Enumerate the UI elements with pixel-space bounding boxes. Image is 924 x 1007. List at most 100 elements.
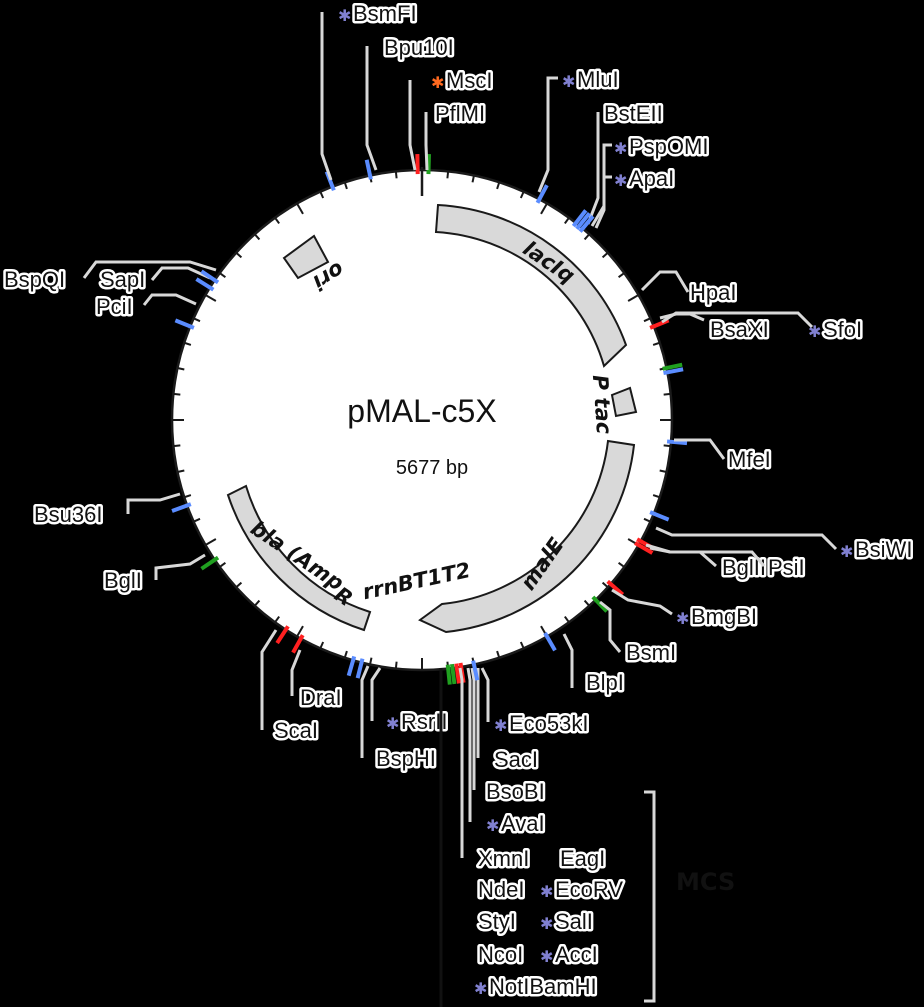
site-label: BglII [722, 555, 766, 580]
cut-marker [649, 510, 670, 522]
cut-marker [535, 184, 549, 204]
scale-tick [204, 538, 217, 546]
scale-tick [583, 599, 591, 607]
site-BsoBI: BsoBI [454, 663, 547, 807]
leader-line [655, 526, 838, 551]
mcs-site-label: NotIBamHI [489, 974, 597, 999]
arrow-feature-icon [282, 234, 330, 280]
leader-line [408, 80, 417, 171]
scale-tick [235, 251, 243, 259]
cut-marker [195, 277, 215, 292]
scale-tick [643, 517, 651, 523]
site-label: SacI [494, 747, 538, 772]
leader-line [645, 543, 766, 567]
scale-tick [446, 171, 450, 179]
arrow-feature-icon [226, 484, 372, 632]
site-BmgBI: ✱BmgBI [606, 579, 760, 632]
feature-lacIq: lacIq [434, 203, 628, 368]
site-label: BsmI [626, 640, 676, 665]
site-label: PsiI [768, 555, 805, 580]
star-marker-icon: ✱ [614, 171, 627, 190]
scale-tick [173, 392, 181, 396]
scale-tick [652, 494, 661, 499]
cut-marker [171, 502, 192, 513]
scale-tick [343, 181, 348, 190]
leader-line [594, 175, 612, 229]
scale-tick [253, 599, 261, 607]
star-marker-icon: ✱ [486, 816, 499, 835]
site-label: Eco53kI [509, 711, 589, 736]
site-PspOMI: ✱PspOMI [575, 132, 711, 231]
scale-tick [177, 367, 185, 371]
cut-marker [649, 318, 670, 330]
site-BlpI: BlpI [543, 632, 626, 698]
cut-marker [662, 362, 683, 371]
leader-line [480, 667, 490, 722]
site-label: BsiWI [855, 537, 912, 562]
backbone [170, 167, 674, 672]
scale-tick [496, 650, 501, 659]
site-Eco53kI: ✱Eco53kI [445, 664, 591, 739]
cut-marker [663, 367, 684, 376]
scale-tick [183, 341, 192, 346]
scale-tick [394, 171, 398, 179]
site-BspQI: BspQI [2, 260, 220, 295]
scale-tick [369, 657, 373, 665]
cut-marker [426, 154, 431, 175]
mcs-site-label: NcoI [478, 942, 523, 967]
scale-tick [540, 202, 548, 215]
scale-tick [652, 341, 661, 346]
feature-ptac: P tac [588, 374, 638, 435]
cut-marker [449, 663, 457, 685]
cut-marker [355, 658, 365, 679]
arrow-feature-icon [418, 439, 636, 634]
site-label: SfoI [823, 317, 862, 342]
mcs-site-label: AccI [555, 942, 598, 967]
leader-line [154, 553, 206, 580]
scale-tick [618, 562, 625, 568]
scale-tick [173, 444, 181, 448]
site-label: PspOMI [629, 134, 708, 159]
star-marker-icon: ✱ [474, 979, 487, 998]
scale-tick [471, 175, 475, 183]
leader-line [82, 260, 217, 279]
cut-marker [471, 660, 480, 681]
site-PflMI: PflMI [424, 99, 488, 175]
site-label: SapI [100, 267, 145, 292]
site-BstEII: BstEII [571, 99, 665, 228]
leader-line [611, 588, 673, 616]
leader-line [599, 600, 622, 653]
star-marker-icon: ✱ [540, 882, 553, 901]
site-BsaXI: BsaXI [659, 312, 771, 371]
site-BsmFI: ✱BsmFI [320, 0, 419, 192]
scale-tick [618, 272, 625, 278]
site-label: BglI [104, 568, 142, 593]
site-label: AvaI [501, 811, 545, 836]
leader-line [360, 665, 370, 758]
scale-tick [274, 616, 280, 623]
leader-line [126, 492, 181, 514]
site-MscI: ✱MscI [408, 66, 495, 175]
star-marker-icon: ✱ [808, 322, 821, 341]
scale-tick [193, 317, 201, 323]
feature-label-ptac: P tac [588, 374, 616, 435]
restriction-sites: ✱BsmFIBpu10I✱MscIPflMI✱MluIBstEII✱PspOMI… [2, 0, 915, 874]
site-label: HpaI [690, 280, 736, 305]
site-BglII: BglII [636, 537, 769, 583]
site-SacI: SacI [449, 663, 541, 775]
leader-line [290, 649, 302, 696]
scale-tick [394, 661, 398, 669]
site-PsiI: PsiI [634, 541, 807, 583]
site-label: PciI [96, 294, 133, 319]
leader-line [150, 266, 211, 281]
leader-line [424, 112, 429, 171]
cut-marker [174, 318, 195, 330]
leader-line [320, 12, 333, 181]
site-label: ApaI [629, 166, 674, 191]
site-label: DraI [300, 685, 342, 710]
cut-marker [571, 209, 588, 228]
mcs-site-label: SalI [555, 909, 593, 934]
mcs-site-label: StyI [478, 909, 516, 934]
arrow-feature-icon [434, 203, 628, 368]
scale-tick [319, 191, 325, 199]
